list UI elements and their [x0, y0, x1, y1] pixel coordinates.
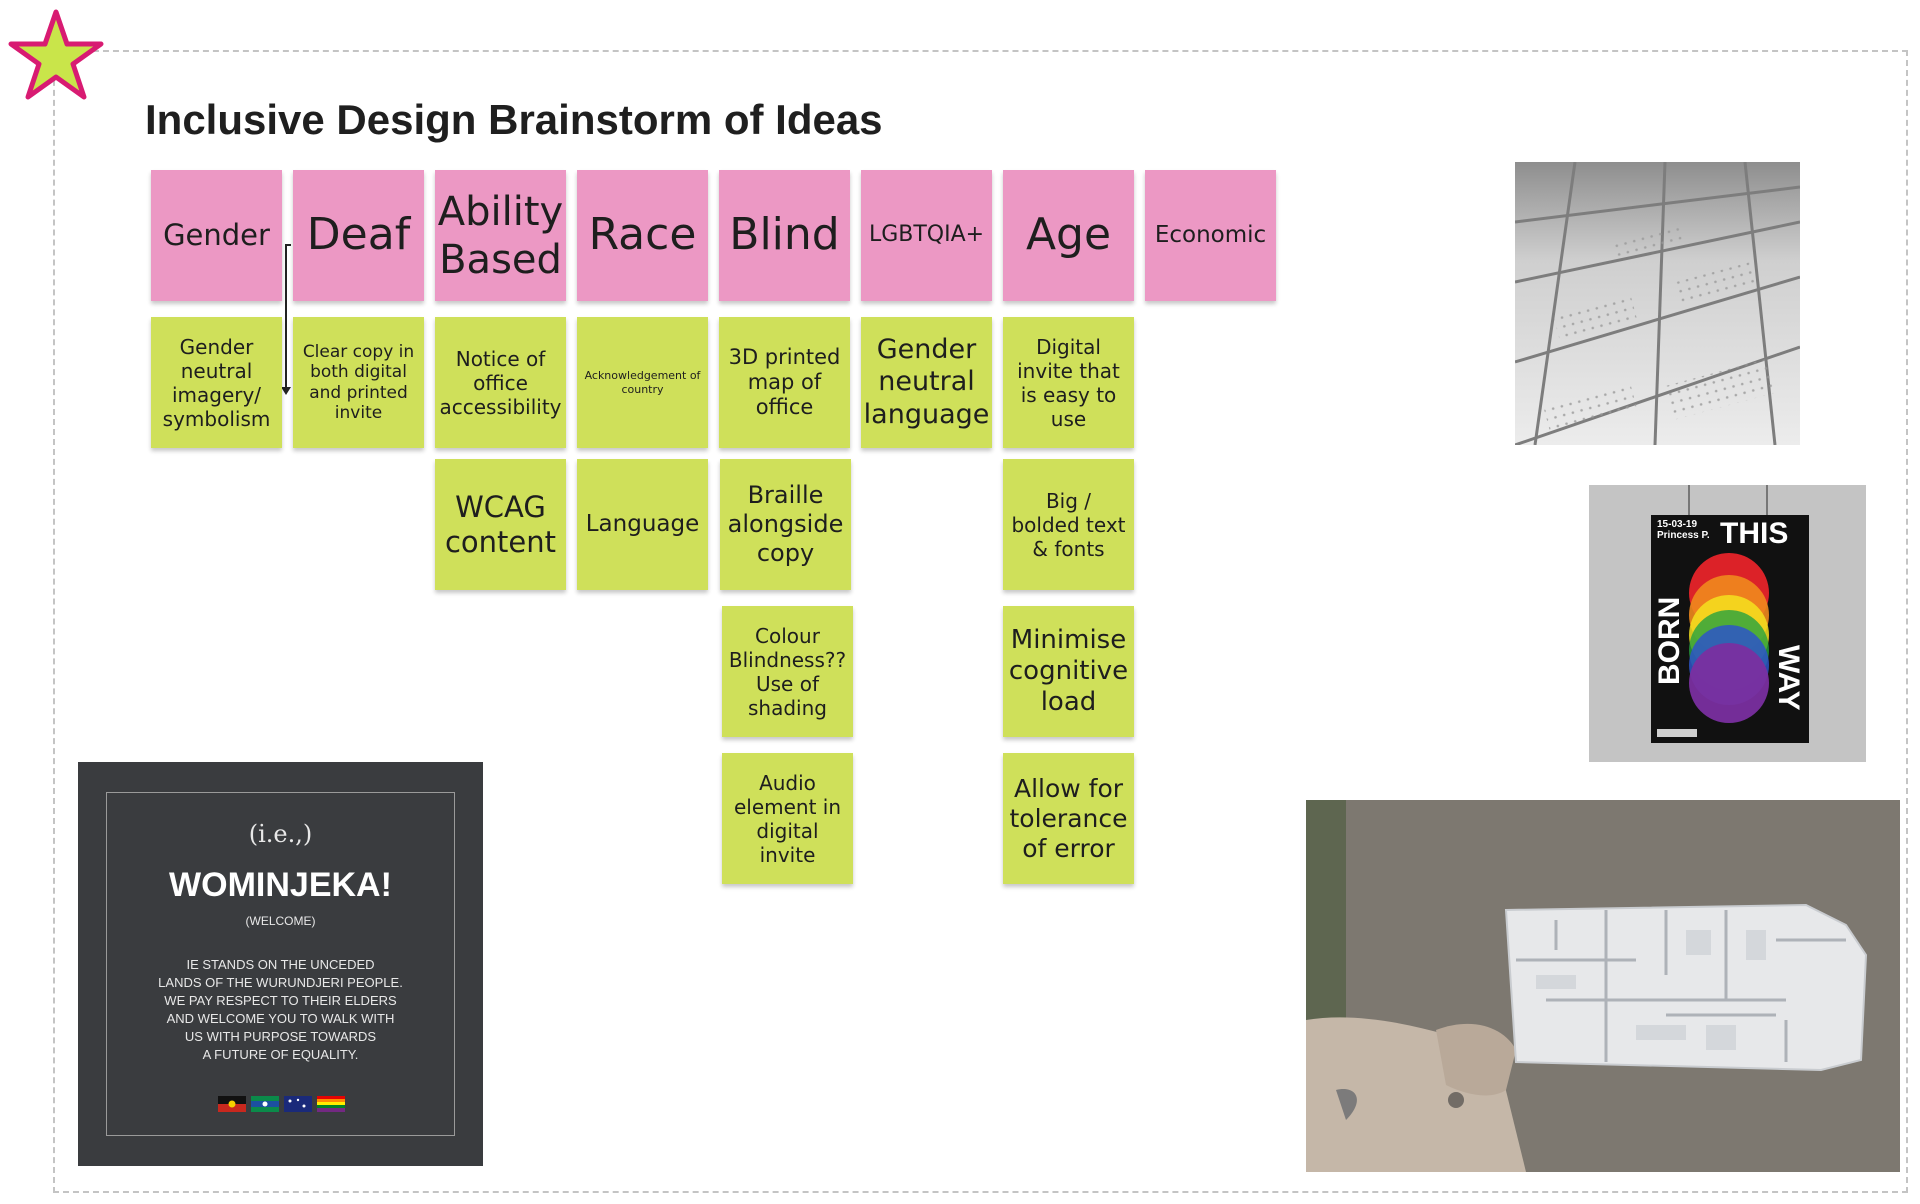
category-note-race[interactable]: Race [577, 170, 708, 301]
welcome-sign-heading: WOMINJEKA! [169, 866, 392, 904]
idea-note[interactable]: Gender neutral imagery/ symbolism [151, 317, 282, 448]
welcome-sign-border [106, 792, 455, 1136]
idea-note[interactable]: Acknowledgement of country [577, 317, 708, 448]
welcome-sign-image[interactable]: (i.e.,) WOMINJEKA! (WELCOME) IE STANDS O… [78, 762, 483, 1166]
idea-note[interactable]: Minimise cognitive load [1003, 606, 1134, 737]
category-note-deaf[interactable]: Deaf [293, 170, 424, 301]
poster-word-this: THIS [1720, 517, 1788, 550]
idea-note[interactable]: Gender neutral language [861, 317, 992, 448]
idea-note[interactable]: 3D printed map of office [719, 317, 850, 448]
welcome-sign-subtitle: (i.e.,) [248, 820, 313, 848]
idea-note[interactable]: Braille alongside copy [720, 459, 851, 590]
idea-note[interactable]: Big / bolded text & fonts [1003, 459, 1134, 590]
welcome-sign-translation: (WELCOME) [245, 914, 316, 928]
poster-date: 15-03-19 [1657, 519, 1697, 530]
category-note-lgbtqia[interactable]: LGBTQIA+ [861, 170, 992, 301]
idea-note[interactable]: WCAG content [435, 459, 566, 590]
category-note-age[interactable]: Age [1003, 170, 1134, 301]
category-note-economic[interactable]: Economic [1145, 170, 1276, 301]
poster-word-way: WAY [1772, 645, 1805, 711]
idea-note[interactable]: Colour Blindness?? Use of shading [722, 606, 853, 737]
category-note-ability-based[interactable]: Ability Based [435, 170, 566, 301]
braille-tiles-image[interactable] [1515, 162, 1800, 445]
welcome-sign-body-line: LANDS OF THE WURUNDJERI PEOPLE. [158, 975, 403, 990]
idea-note[interactable]: Notice of office accessibility [435, 317, 566, 448]
flags-icon [218, 1096, 345, 1112]
star-icon[interactable] [6, 6, 106, 106]
connector-arrow [281, 244, 291, 395]
poster-word-born: BORN [1653, 597, 1686, 685]
welcome-sign-body-line: US WITH PURPOSE TOWARDS [184, 1029, 377, 1044]
born-this-way-poster-image[interactable]: 15-03-19 Princess P. THIS BORN WAY [1589, 485, 1866, 762]
idea-note[interactable]: Language [577, 459, 708, 590]
idea-note[interactable]: Allow for tolerance of error [1003, 753, 1134, 884]
board-title: Inclusive Design Brainstorm of Ideas [145, 96, 883, 143]
category-note-gender[interactable]: Gender [151, 170, 282, 301]
welcome-sign-body-line: A FUTURE OF EQUALITY. [202, 1047, 359, 1062]
welcome-sign-body-line: WE PAY RESPECT TO THEIR ELDERS [164, 993, 397, 1008]
idea-note[interactable]: Clear copy in both digital and printed i… [293, 317, 424, 448]
3d-printed-map-image[interactable] [1306, 800, 1900, 1172]
idea-note[interactable]: Audio element in digital invite [722, 753, 853, 884]
poster-venue: Princess P. [1657, 530, 1710, 541]
welcome-sign-body-line: IE STANDS ON THE UNCEDED [186, 957, 375, 972]
board-frame [53, 50, 1908, 1193]
welcome-sign-body-line: AND WELCOME YOU TO WALK WITH [166, 1011, 395, 1026]
idea-note[interactable]: Digital invite that is easy to use [1003, 317, 1134, 448]
category-note-blind[interactable]: Blind [719, 170, 850, 301]
